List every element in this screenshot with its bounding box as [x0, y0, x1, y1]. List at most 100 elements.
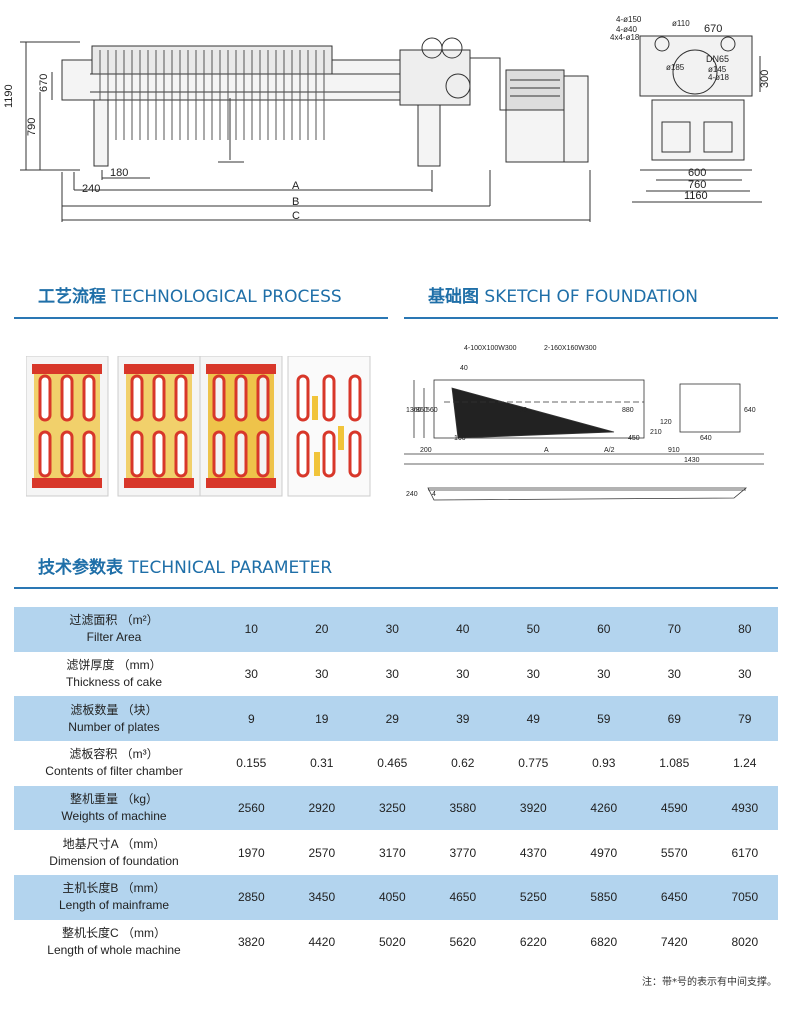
row-label-cn: 滤饼厚度 （mm）: [66, 658, 162, 673]
parameter-title-en: TECHNICAL PARAMETER: [128, 558, 333, 578]
table-cell: 2560: [214, 785, 289, 831]
row-label-cn: 滤板容积 （m³）: [69, 747, 159, 762]
table-cell: 4590: [636, 785, 712, 831]
parameter-title-cn: 技术参数表: [38, 558, 123, 578]
table-cell: 5620: [429, 919, 496, 965]
fnd-label-1: 2-160X160W300: [544, 345, 597, 352]
dim-side-8: 4-ø18: [708, 73, 729, 82]
table-cell: 3580: [429, 785, 496, 831]
process-diagrams: [26, 356, 371, 497]
foundation-divider: [404, 317, 778, 319]
dim-side-11: 760: [688, 179, 706, 191]
fnd-label-12: A/2: [604, 447, 615, 454]
table-cell: 3820: [214, 919, 289, 965]
dim-790: 790: [26, 118, 38, 136]
table-cell: 19: [288, 696, 355, 742]
row-label-en: Filter Area: [86, 630, 142, 645]
foundation-sketch: 4-100X100W300 2-160X160W300 40 1360 860 …: [404, 345, 764, 501]
fnd-label-3: 1360: [406, 407, 422, 414]
fnd-label-5: 560: [426, 407, 438, 414]
table-cell: 7420: [636, 919, 712, 965]
row-label-en: Weights of machine: [61, 809, 167, 824]
table-cell: 2570: [288, 830, 355, 876]
process-stage-4: [287, 356, 371, 497]
row-label: 滤板容积 （m³） Contents of filter chamber: [14, 741, 214, 786]
row-label-cn: 整机长度C （mm）: [62, 926, 166, 941]
table-cell: 4420: [288, 919, 355, 965]
table-cell: 30: [429, 651, 496, 697]
fnd-label-15: 910: [668, 447, 680, 454]
table-cell: 30: [214, 651, 289, 697]
fnd-label-18: 640: [744, 407, 756, 414]
table-cell: 1.24: [711, 741, 778, 786]
table-cell: 30: [354, 651, 430, 697]
process-title-cn: 工艺流程: [38, 287, 106, 307]
foundation-title-en: SKETCH OF FOUNDATION: [484, 287, 699, 307]
table-cell: 6220: [495, 919, 571, 965]
fnd-label-10: 200: [420, 447, 432, 454]
table-cell: 0.775: [495, 741, 571, 786]
table-cell: 4650: [429, 875, 496, 920]
row-label: 滤板数量 （块） Number of plates: [14, 696, 214, 742]
dim-side-10: 600: [688, 167, 706, 179]
table-cell: 8020: [711, 919, 778, 965]
table-cell: 2850: [214, 875, 289, 920]
row-label-en: Contents of filter chamber: [45, 764, 183, 779]
table-cell: 3920: [495, 785, 571, 831]
table-cell: 7050: [711, 875, 778, 920]
row-label: 滤饼厚度 （mm）Thickness of cake: [14, 651, 214, 697]
process-stage-3: [199, 356, 283, 497]
table-cell: 1970: [214, 830, 289, 876]
table-cell: 79: [711, 696, 778, 742]
foundation-title-cn: 基础图: [428, 287, 479, 307]
section-title-process: 工艺流程 TECHNOLOGICAL PROCESS: [38, 282, 342, 307]
fnd-label-6: 1100: [512, 407, 527, 414]
table-cell: 4370: [495, 830, 571, 876]
dim-side-1: ø110: [672, 19, 690, 28]
table-cell: 40: [429, 607, 496, 652]
row-label: 地基尺寸A （mm）Dimension of foundation: [14, 830, 214, 876]
dim-180: 180: [110, 167, 128, 179]
dim-b: B: [292, 196, 299, 208]
dim-side-0: 4-ø150: [616, 15, 642, 24]
parameter-divider: [14, 587, 778, 589]
table-cell: 3170: [354, 830, 430, 876]
table-cell: 0.93: [570, 741, 637, 786]
row-label-cn: 滤板数量 （块）: [70, 702, 158, 717]
table-cell: 30: [570, 651, 637, 697]
table-cell: 69: [636, 696, 712, 742]
table-cell: 2920: [288, 785, 355, 831]
table-cell: 3450: [288, 875, 355, 920]
table-cell: 6820: [570, 919, 637, 965]
section-title-foundation: 基础图 SKETCH OF FOUNDATION: [428, 282, 698, 307]
fnd-label-20: 4: [432, 491, 436, 498]
row-label-en: Dimension of foundation: [49, 853, 179, 868]
dim-side-5: DN65: [706, 54, 729, 64]
table-cell: 80: [711, 607, 778, 652]
table-cell: 6170: [711, 830, 778, 876]
process-divider: [14, 317, 388, 319]
fnd-label-0: 4-100X100W300: [464, 345, 517, 352]
dim-c: C: [292, 210, 300, 222]
fnd-label-13: 210: [650, 429, 662, 436]
table-cell: 30: [354, 607, 430, 652]
table-cell: 59: [570, 696, 637, 742]
fnd-label-8: 160: [454, 435, 466, 442]
fnd-label-11: A: [544, 447, 549, 454]
filter-press-front-drawing: 1190 790 670 180 240 A B C 4-ø150 ø110 6…: [3, 15, 771, 222]
table-cell: 5020: [354, 919, 430, 965]
row-label-en: Number of plates: [68, 719, 160, 734]
process-stage-1: [26, 356, 109, 497]
table-cell: 4970: [570, 830, 637, 876]
table-cell: 39: [429, 696, 496, 742]
fnd-label-19: 240: [406, 491, 418, 498]
dim-1190: 1190: [3, 84, 15, 108]
table-cell: 70: [636, 607, 712, 652]
table-cell: 0.62: [429, 741, 496, 786]
table-cell: 29: [354, 696, 430, 742]
